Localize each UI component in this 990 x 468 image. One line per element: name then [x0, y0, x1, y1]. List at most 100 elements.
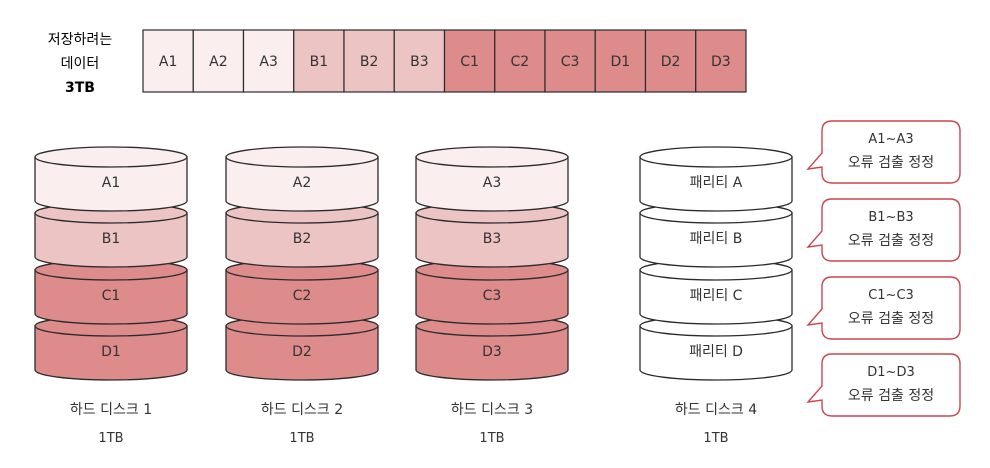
disk-layer-label: A1	[102, 175, 120, 191]
disk-size: 1TB	[703, 431, 728, 446]
callout-range: B1~B3	[868, 210, 913, 225]
disk-layer-label: D3	[482, 344, 502, 360]
disk-name: 하드 디스크 3	[451, 402, 533, 418]
disk-size: 1TB	[289, 431, 314, 446]
disk-layer-body	[639, 269, 793, 325]
hard-disk-3: D3 C3 B3 A3 하드 디스크 3 1TB	[415, 146, 569, 446]
data-block-d3	[695, 29, 747, 93]
disk-layer-body	[34, 325, 188, 381]
data-label-line3: 3TB	[65, 80, 95, 96]
disk-layer: A2	[225, 146, 379, 212]
data-block-label: A3	[259, 54, 277, 70]
disk-layer: C2	[225, 259, 379, 325]
disk-layer-body	[415, 212, 569, 268]
disk-layer-body	[225, 156, 379, 212]
disk-layer: A1	[34, 146, 188, 212]
disk-layer-label: C1	[102, 288, 121, 304]
disk-layer: D2	[225, 315, 379, 381]
hard-disk-2: D2 C2 B2 A2 하드 디스크 2 1TB	[225, 146, 379, 446]
disk-layer: A3	[415, 146, 569, 212]
disk-layer: 패리티 A	[639, 146, 793, 212]
callout-text: 오류 검출 정정	[848, 311, 934, 327]
data-block-label: C1	[460, 54, 479, 70]
disk-layer-body	[225, 269, 379, 325]
callout-range: A1~A3	[868, 132, 913, 147]
disk-layer-top	[415, 146, 569, 168]
disk-layer-body	[225, 212, 379, 268]
disk-layer-top	[225, 146, 379, 168]
disk-layer-label: A3	[483, 175, 501, 191]
disk-layer: C3	[415, 259, 569, 325]
disk-layer-label: B2	[293, 231, 312, 247]
disk-layer: B1	[34, 202, 188, 268]
data-label-line2: 데이터	[61, 56, 100, 72]
data-block-label: B3	[410, 54, 429, 70]
disk-layer: D1	[34, 315, 188, 381]
data-block-b2	[343, 29, 395, 93]
data-strip: A1 A2 A3 B1 B2 B3 C1 C2 C3 D1 D2 D3	[142, 29, 747, 93]
disk-layer-top	[639, 146, 793, 168]
disk-layer-body	[415, 156, 569, 212]
disk-layer-label: 패리티 B	[690, 231, 743, 247]
data-block-label: C3	[561, 54, 580, 70]
data-block-label: D2	[661, 54, 681, 70]
data-block-label: A1	[159, 54, 177, 70]
disk-layer-label: B1	[102, 231, 121, 247]
disk-layer-body	[639, 156, 793, 212]
data-block-label: B2	[360, 54, 379, 70]
data-label-line1: 저장하려는	[48, 32, 113, 48]
data-block-a2	[192, 29, 245, 93]
disk-size: 1TB	[98, 431, 123, 446]
disk-name: 하드 디스크 1	[70, 402, 152, 418]
disk-layer: D3	[415, 315, 569, 381]
disk-layer-body	[34, 212, 188, 268]
data-block-c1	[443, 29, 496, 93]
callout-range: D1~D3	[867, 365, 914, 380]
disk-layer-label: D1	[101, 344, 121, 360]
callout-text: 오류 검출 정정	[848, 155, 934, 171]
disk-layer-label: A2	[293, 175, 311, 191]
disk-layer: C1	[34, 259, 188, 325]
callout-range: C1~C3	[868, 288, 914, 303]
callout-text: 오류 검출 정정	[848, 233, 934, 249]
disk-size: 1TB	[479, 431, 504, 446]
callout-shape	[806, 120, 961, 184]
disk-layer-label: 패리티 D	[689, 344, 743, 360]
disk-layer-body	[34, 269, 188, 325]
data-block-label: D3	[711, 54, 731, 70]
disk-layer-label: C2	[293, 288, 312, 304]
disk-layer-body	[639, 325, 793, 381]
disk-name: 하드 디스크 2	[261, 402, 343, 418]
callout-shape	[806, 198, 961, 262]
disk-layer-body	[639, 212, 793, 268]
callout-bubble: D1~D3 오류 검출 정정	[806, 353, 961, 417]
disk-layer: B3	[415, 202, 569, 268]
disk-layer-body	[415, 325, 569, 381]
data-block-label: B1	[310, 54, 329, 70]
callout-shape	[806, 353, 961, 417]
disk-layer-body	[225, 325, 379, 381]
data-block-c2	[494, 29, 546, 93]
disk-layer-label: D2	[292, 344, 312, 360]
disk-layer-top	[34, 146, 188, 168]
hard-disk-1: D1 C1 B1 A1 하드 디스크 1 1TB	[34, 146, 188, 446]
disk-layer: 패리티 D	[639, 315, 793, 381]
disk-layer-label: 패리티 C	[690, 288, 743, 304]
disk-layer-body	[415, 269, 569, 325]
data-block-label: D1	[611, 54, 631, 70]
disk-layer: B2	[225, 202, 379, 268]
disk-layer-label: C3	[483, 288, 502, 304]
data-block-d1	[594, 29, 647, 93]
data-block-a3	[242, 29, 295, 93]
data-block-label: A2	[209, 54, 227, 70]
data-block-label: C2	[511, 54, 530, 70]
callout-bubble: A1~A3 오류 검출 정정	[806, 120, 961, 184]
data-block-c3	[544, 29, 596, 93]
disk-layer-label: 패리티 A	[690, 175, 743, 191]
callout-text: 오류 검출 정정	[848, 388, 934, 404]
